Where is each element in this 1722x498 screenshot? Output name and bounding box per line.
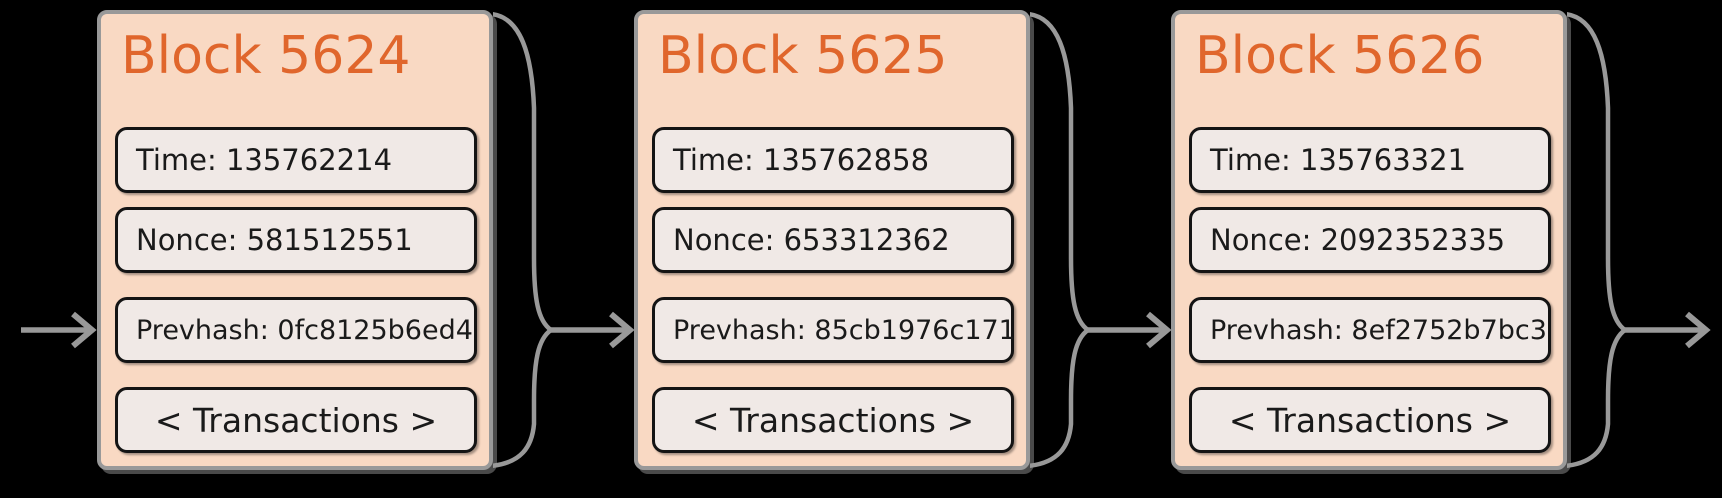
prevhash-field-text: Prevhash: 85cb1976c171 bbox=[673, 314, 1016, 346]
time-field-text: Time: 135762858 bbox=[673, 143, 930, 177]
time-field-text: Time: 135762214 bbox=[136, 143, 393, 177]
transactions-button: < Transactions > bbox=[1189, 387, 1551, 453]
brace-icon bbox=[493, 12, 555, 468]
nonce-field-text: Nonce: 653312362 bbox=[673, 223, 950, 257]
chain-link-connector bbox=[493, 12, 634, 468]
nonce-field: Nonce: 2092352335 bbox=[1189, 207, 1551, 273]
prevhash-field-text: Prevhash: 8ef2752b7bc3 bbox=[1210, 314, 1547, 346]
time-field-text: Time: 135763321 bbox=[1210, 143, 1467, 177]
brace-icon bbox=[1030, 12, 1092, 468]
block-title: Block 5626 bbox=[1195, 26, 1485, 86]
block-title: Block 5625 bbox=[658, 26, 948, 86]
prevhash-field-text: Prevhash: 0fc8125b6ed4 bbox=[136, 314, 473, 346]
chain-link-connector-outgoing bbox=[1567, 12, 1711, 468]
block-title: Block 5624 bbox=[121, 26, 411, 86]
block-card-5626: Block 5626 Time: 135763321 Nonce: 209235… bbox=[1171, 10, 1567, 470]
nonce-field-text: Nonce: 581512551 bbox=[136, 223, 413, 257]
brace-icon bbox=[1567, 12, 1629, 468]
transactions-button-text: < Transactions > bbox=[1228, 400, 1512, 440]
block-card-5624: Block 5624 Time: 135762214 Nonce: 581512… bbox=[97, 10, 493, 470]
time-field: Time: 135762858 bbox=[652, 127, 1014, 193]
prevhash-field: Prevhash: 0fc8125b6ed4 bbox=[115, 297, 477, 363]
transactions-button-text: < Transactions > bbox=[154, 400, 438, 440]
incoming-arrow-icon bbox=[21, 311, 97, 349]
nonce-field: Nonce: 653312362 bbox=[652, 207, 1014, 273]
block-card-5625: Block 5625 Time: 135762858 Nonce: 653312… bbox=[634, 10, 1030, 470]
time-field: Time: 135763321 bbox=[1189, 127, 1551, 193]
prevhash-field: Prevhash: 8ef2752b7bc3 bbox=[1189, 297, 1551, 363]
nonce-field: Nonce: 581512551 bbox=[115, 207, 477, 273]
time-field: Time: 135762214 bbox=[115, 127, 477, 193]
transactions-button-text: < Transactions > bbox=[691, 400, 975, 440]
prevhash-field: Prevhash: 85cb1976c171 bbox=[652, 297, 1016, 363]
chain-link-connector bbox=[1030, 12, 1171, 468]
transactions-button: < Transactions > bbox=[115, 387, 477, 453]
transactions-button: < Transactions > bbox=[652, 387, 1014, 453]
nonce-field-text: Nonce: 2092352335 bbox=[1210, 223, 1506, 257]
